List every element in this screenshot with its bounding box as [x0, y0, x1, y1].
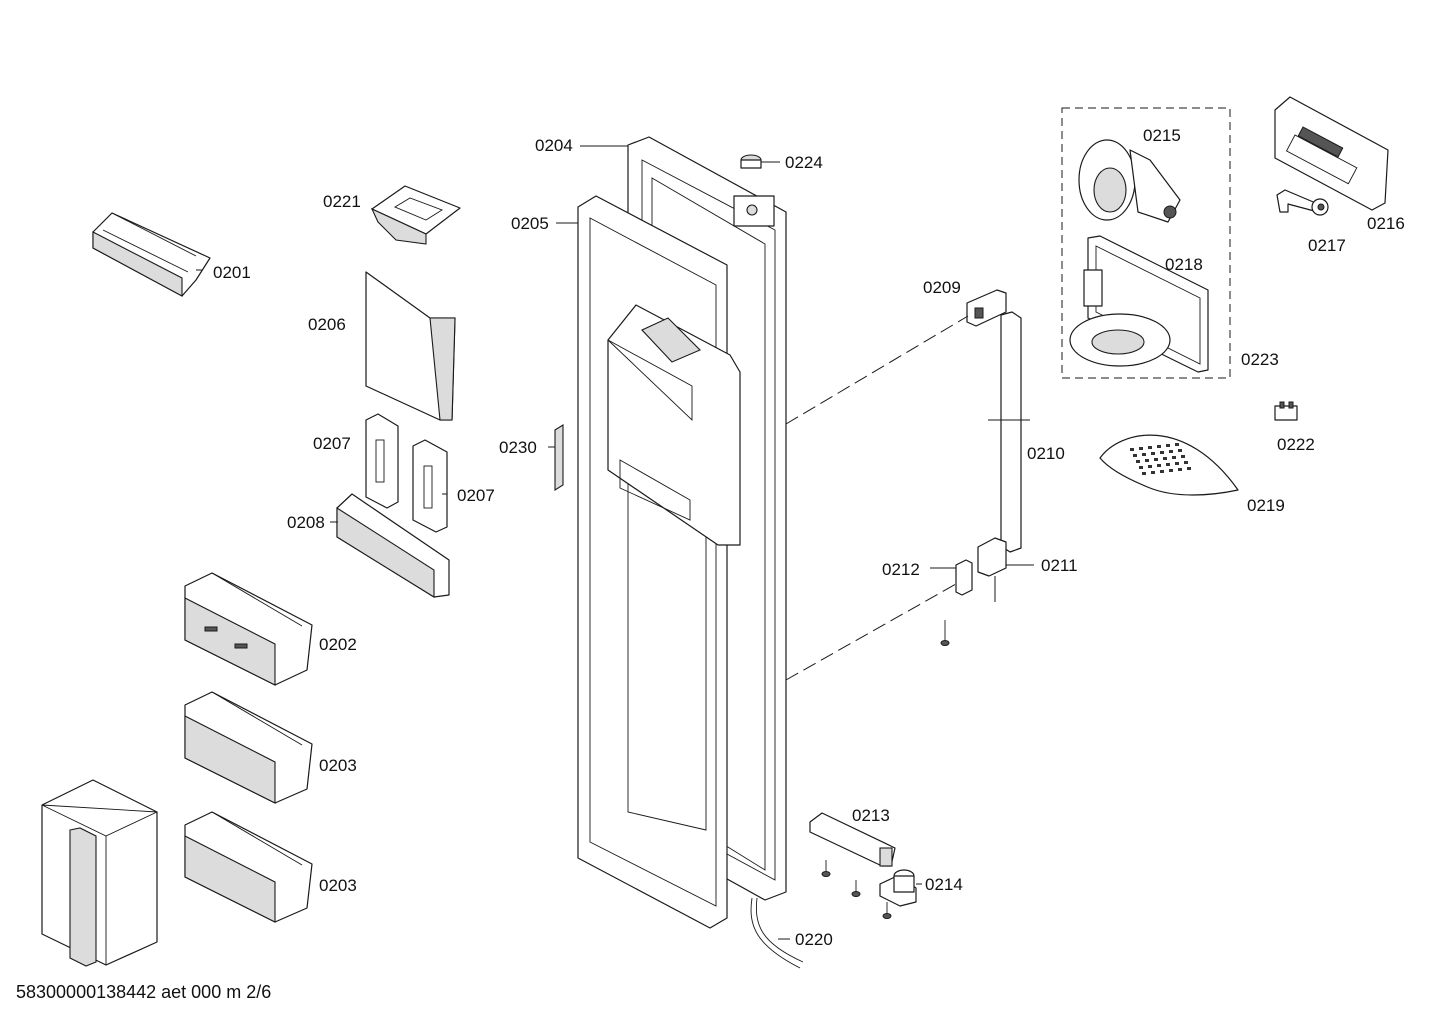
part-0221-cover [370, 185, 461, 245]
grille-hole [1160, 470, 1164, 473]
grille-hole [1136, 460, 1140, 463]
grille-hole [1133, 454, 1137, 457]
label-0203-lower: 0203 [319, 876, 357, 895]
label-0219: 0219 [1247, 496, 1285, 515]
part-0215-motor [1078, 139, 1181, 223]
part-0217-switch [1276, 189, 1329, 216]
grille-hole [1166, 463, 1170, 466]
label-0218: 0218 [1165, 255, 1203, 274]
grille-hole [1181, 455, 1185, 458]
label-0202: 0202 [319, 635, 357, 654]
label-0213: 0213 [852, 806, 890, 825]
part-0218-housing [1069, 235, 1209, 373]
screw-icon-hinge [940, 620, 950, 646]
grille-hole [1187, 467, 1191, 470]
label-0207-right: 0207 [457, 486, 495, 505]
part-0205-gasket [577, 195, 741, 929]
assembly-0223-box [1061, 107, 1231, 379]
grille-hole [1151, 452, 1155, 455]
grille-hole [1148, 465, 1152, 468]
label-0214: 0214 [925, 875, 963, 894]
label-0216: 0216 [1367, 214, 1405, 233]
grille-hole [1151, 471, 1155, 474]
grille-hole [1175, 443, 1179, 446]
label-0224: 0224 [785, 153, 823, 172]
leader-lines [196, 145, 1034, 940]
part-0202-bin [184, 572, 313, 686]
part-0207-cartridge-right [412, 439, 448, 533]
grille-hole [1163, 457, 1167, 460]
part-0210-rod [988, 311, 1030, 553]
grille-hole [1130, 448, 1134, 451]
screw-icon-3 [882, 902, 892, 919]
fridge-icon [41, 779, 158, 967]
part-0216-board [1274, 96, 1389, 211]
grille-hole [1175, 462, 1179, 465]
grille-hole [1157, 464, 1161, 467]
grille-hole [1142, 472, 1146, 475]
part-0219-grille [1099, 434, 1239, 496]
grille-hole [1148, 446, 1152, 449]
label-0215: 0215 [1143, 126, 1181, 145]
label-0209: 0209 [923, 278, 961, 297]
dash-line-bottom [785, 583, 957, 681]
label-0210: 0210 [1027, 444, 1065, 463]
part-0220-cable-inner [755, 897, 804, 963]
label-0206: 0206 [308, 315, 346, 334]
grille-hole [1169, 469, 1173, 472]
part-0220-cable [750, 897, 801, 969]
label-0208: 0208 [287, 513, 325, 532]
screw-icon-2 [851, 880, 861, 897]
label-0230: 0230 [499, 438, 537, 457]
label-0211: 0211 [1041, 556, 1078, 575]
part-0224-plug [740, 154, 762, 169]
grille-hole [1139, 466, 1143, 469]
label-0207-left: 0207 [313, 434, 351, 453]
part-0206-panel [365, 271, 456, 421]
label-0204: 0204 [535, 136, 573, 155]
screw-icon-1 [821, 860, 831, 877]
label-0221: 0221 [323, 192, 361, 211]
grille-hole [1157, 445, 1161, 448]
part-0222-connector [1274, 401, 1298, 421]
part-0230-handle [554, 424, 564, 491]
grille-hole [1145, 459, 1149, 462]
part-0203-bin-upper [184, 691, 313, 804]
part-0203-bin-lower [184, 811, 313, 923]
part-0213-hinge [809, 812, 896, 867]
label-0212: 0212 [882, 560, 920, 579]
dash-line-top [785, 315, 969, 425]
grille-hole [1139, 447, 1143, 450]
label-0203-upper: 0203 [319, 756, 357, 775]
part-0209-bracket [966, 289, 1007, 327]
grille-hole [1154, 458, 1158, 461]
grille-hole [1160, 451, 1164, 454]
part-0208-tray [336, 493, 450, 598]
part-0201-shelf [92, 212, 211, 297]
label-0205: 0205 [511, 214, 549, 233]
grille-hole [1178, 449, 1182, 452]
label-0217: 0217 [1308, 236, 1346, 255]
grille-hole [1172, 456, 1176, 459]
grille-hole [1184, 461, 1188, 464]
label-0223: 0223 [1241, 350, 1279, 369]
label-0201: 0201 [213, 263, 251, 282]
part-0212-clip [955, 559, 973, 596]
grille-hole [1142, 453, 1146, 456]
drawing-reference: 58300000138442 aet 000 m 2/6 [16, 982, 271, 1002]
part-0211-block [977, 537, 1007, 577]
grille-hole [1166, 444, 1170, 447]
part-0207-cartridge-left [365, 413, 399, 509]
label-0222: 0222 [1277, 435, 1315, 454]
part-0214-pivot [879, 869, 917, 907]
grille-hole [1178, 468, 1182, 471]
grille-hole [1169, 450, 1173, 453]
label-0220: 0220 [795, 930, 833, 949]
